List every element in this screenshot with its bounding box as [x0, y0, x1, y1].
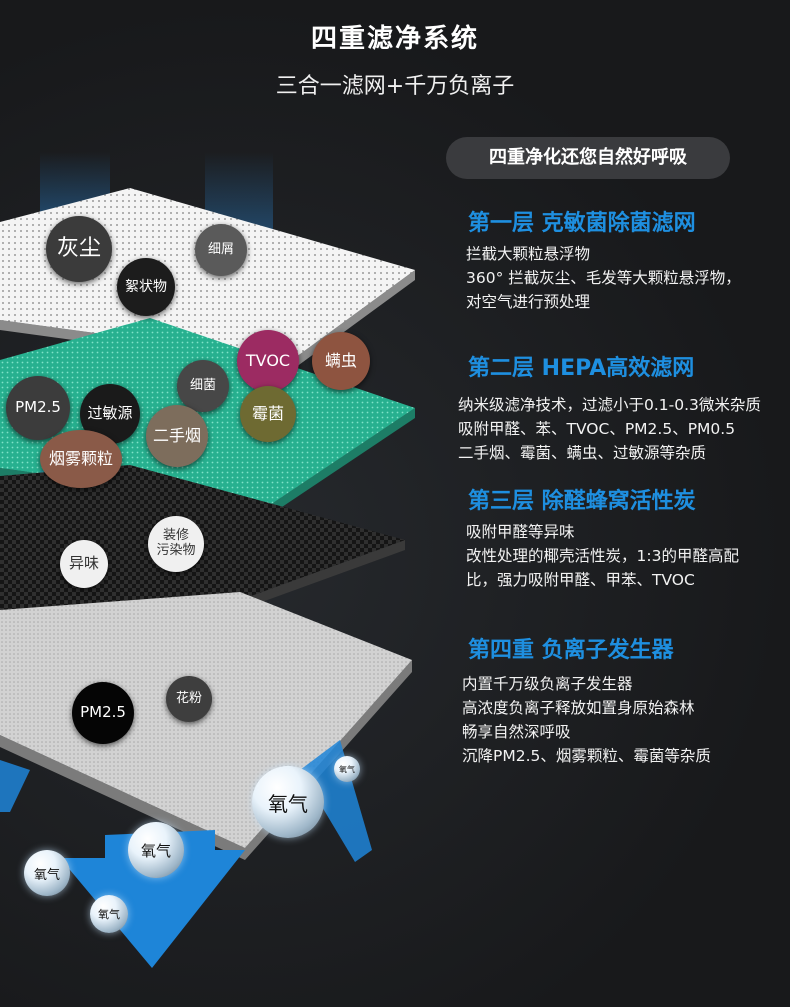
pollutant-lint: 絮状物	[117, 258, 175, 316]
desc-line: 360° 拦截灰尘、毛发等大颗粒悬浮物，	[466, 269, 741, 287]
layer-3-heading: 第三层 除醛蜂窝活性炭	[468, 489, 696, 514]
page-subtitle: 三合一滤网+千万负离子	[275, 74, 515, 99]
desc-line: 内置千万级负离子发生器	[462, 675, 633, 693]
desc-line: 吸附甲醛等异味	[466, 523, 575, 541]
pollutant-odor: 异味	[60, 540, 108, 588]
pollutant-pm25-lower: PM2.5	[72, 682, 134, 744]
layer-3-desc: 吸附甲醛等异味 改性处理的椰壳活性炭，1:3的甲醛高配 比，强力吸附甲醛、甲苯、…	[466, 520, 739, 592]
desc-line: 沉降PM2.5、烟雾颗粒、霉菌等杂质	[462, 747, 711, 765]
layer-4-heading: 第四重 负离子发生器	[468, 638, 674, 663]
pollutant-pollen: 花粉	[166, 676, 212, 722]
desc-line: 纳米级滤净技术，过滤小于0.1-0.3微米杂质	[458, 396, 761, 414]
desc-line: 吸附甲醛、苯、TVOC、PM2.5、PM0.5	[458, 420, 736, 438]
oxygen-bubble-small-bottom: 氧气	[90, 895, 128, 933]
desc-line: 畅享自然深呼吸	[462, 723, 571, 741]
pollutant-tvoc: TVOC	[237, 330, 299, 392]
clean-air-arrow-main	[60, 830, 245, 968]
layer-2-desc: 纳米级滤净技术，过滤小于0.1-0.3微米杂质 吸附甲醛、苯、TVOC、PM2.…	[458, 393, 761, 465]
pollutant-debris: 细屑	[195, 224, 247, 276]
desc-line: 高浓度负离子释放如置身原始森林	[462, 699, 695, 717]
pollutant-pm25-upper: PM2.5	[6, 376, 70, 440]
desc-line: 二手烟、霉菌、螨虫、过敏源等杂质	[458, 444, 707, 462]
oxygen-bubble-small-left: 氧气	[24, 850, 70, 896]
desc-line: 改性处理的椰壳活性炭，1:3的甲醛高配	[466, 547, 739, 565]
pollutant-mite: 螨虫	[312, 332, 370, 390]
oxygen-bubble-large: 氧气	[252, 766, 324, 838]
oxygen-bubble-medium: 氧气	[128, 822, 184, 878]
layer-1-heading: 第一层 克敏菌除菌滤网	[468, 211, 696, 236]
desc-line: 比，强力吸附甲醛、甲苯、TVOC	[466, 571, 695, 589]
layer-1-desc: 拦截大颗粒悬浮物 360° 拦截灰尘、毛发等大颗粒悬浮物， 对空气进行预处理	[466, 242, 741, 314]
page-title: 四重滤净系统	[310, 24, 479, 54]
pollutant-dust: 灰尘	[46, 216, 112, 282]
pollutant-smoke: 二手烟	[146, 405, 208, 467]
layer-4-mesh	[0, 592, 412, 848]
pollutant-bacteria: 细菌	[177, 360, 229, 412]
pollutant-decoration-line-1: 装修	[162, 528, 189, 544]
clean-air-arrow-right	[300, 740, 372, 862]
clean-air-arrow-left	[0, 760, 30, 812]
oxygen-bubble-tiny: 氧气	[334, 756, 360, 782]
pollutant-mold: 霉菌	[240, 386, 296, 442]
pollutant-decoration: 装修 污染物	[148, 516, 204, 572]
layer-4-desc: 内置千万级负离子发生器 高浓度负离子释放如置身原始森林 畅享自然深呼吸 沉降PM…	[462, 672, 711, 768]
pollutant-decoration-line-2: 污染物	[156, 543, 196, 558]
layer-2-heading: 第二层 HEPA高效滤网	[468, 356, 695, 381]
desc-line: 拦截大颗粒悬浮物	[466, 245, 591, 263]
desc-line: 对空气进行预处理	[466, 293, 591, 311]
pollutant-fumes: 烟雾颗粒	[40, 430, 122, 488]
slogan-pill: 四重净化还您自然好呼吸	[446, 137, 730, 179]
